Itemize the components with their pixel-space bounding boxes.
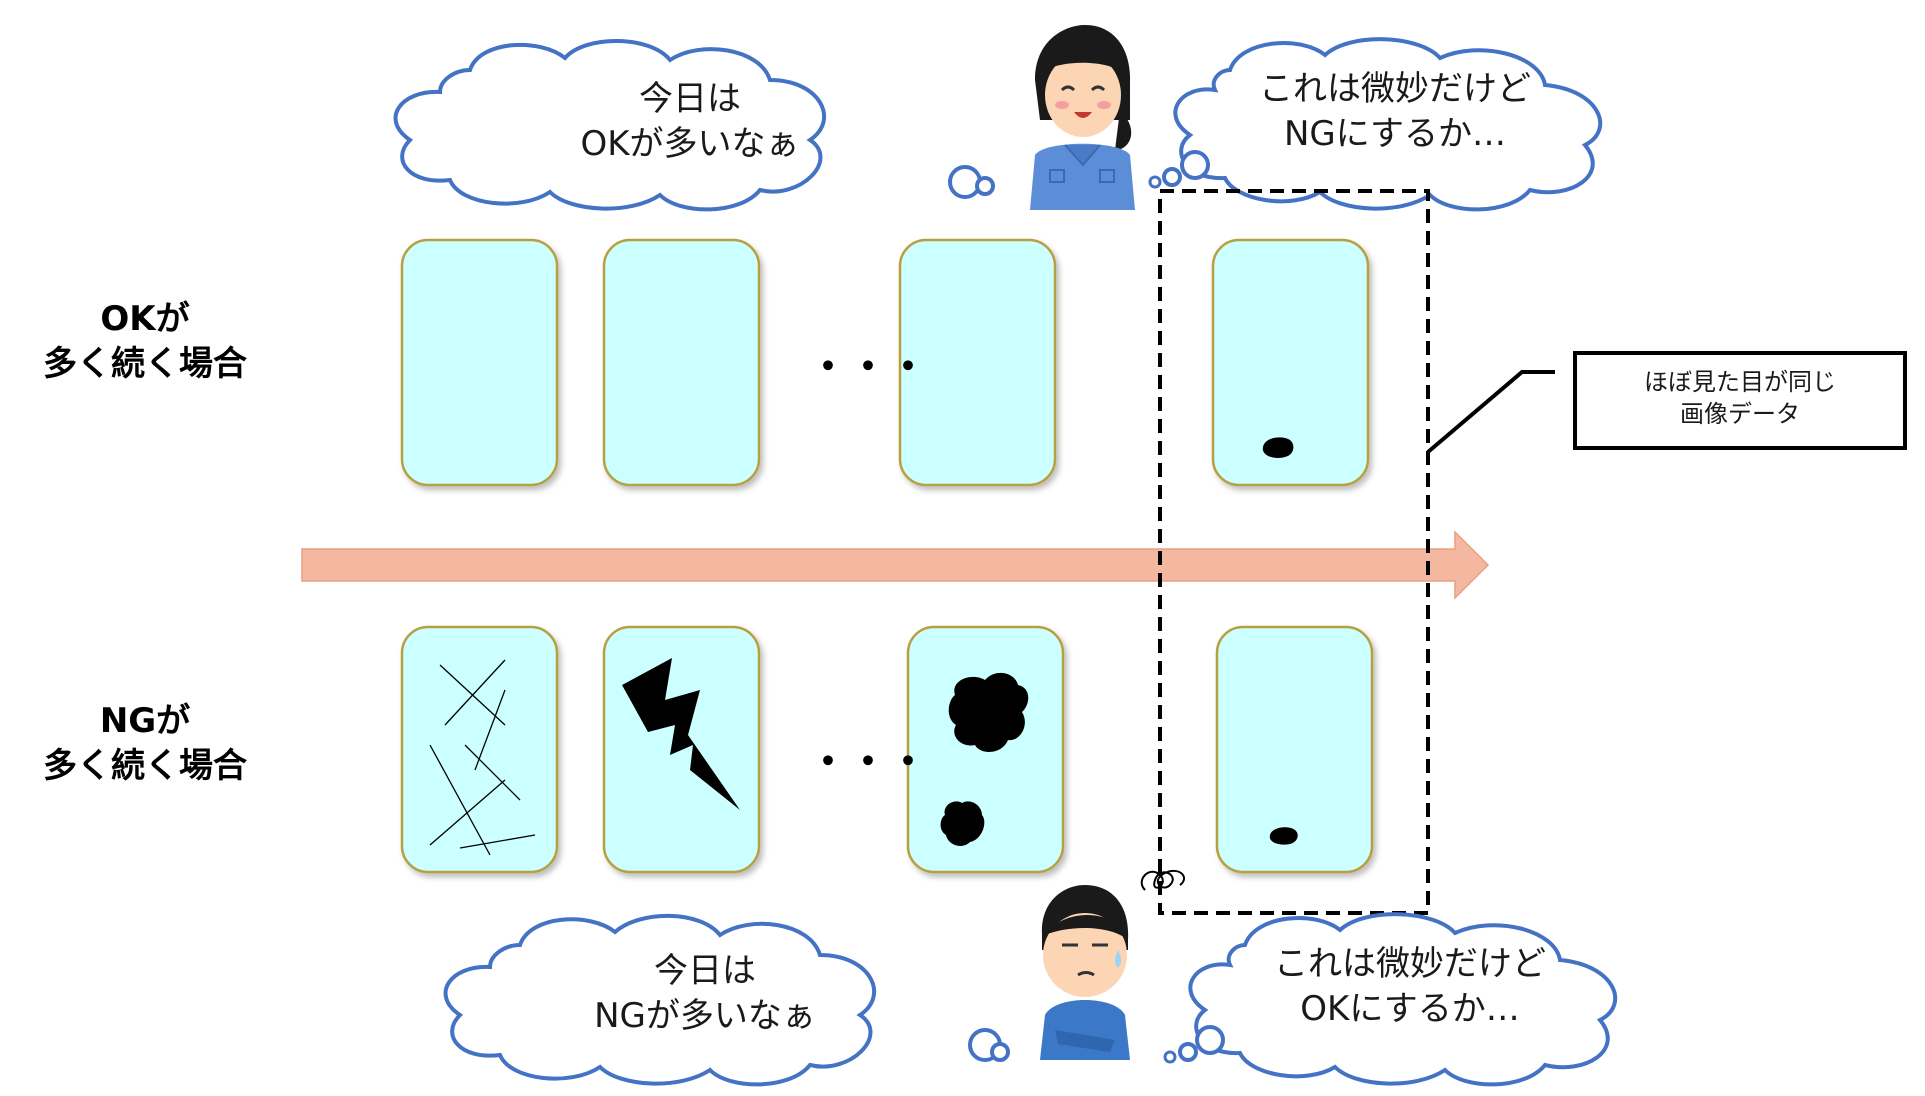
ok-card-3: [898, 238, 1057, 487]
thought-cloud-ok-right: これは微妙だけど NGにするか…: [1148, 37, 1603, 212]
cloud-text-ok-left-line1: 今日は: [639, 79, 741, 119]
ok-row-ellipsis: ・・・: [808, 344, 928, 390]
cloud-text-ng-right-line1: これは微妙だけど: [1274, 944, 1546, 984]
row-label-ok-line1: OKが: [100, 299, 189, 339]
similar-images-dashed-box: [1158, 189, 1430, 915]
ok-card-4-small-defect: [1262, 437, 1294, 458]
ng-card-1: [400, 625, 559, 874]
ng-card-1-scratches: [429, 659, 536, 856]
thought-cloud-ok-left: 今日は OKが多いなぁ: [393, 39, 995, 212]
ng-row-ellipsis: ・・・: [808, 739, 928, 785]
ng-row-cards: [400, 625, 1374, 874]
row-label-ng: NGが 多く続く場合: [43, 701, 247, 786]
cloud-text-ok-left-line2: OKが多いなぁ: [580, 124, 799, 164]
ng-card-3-large-stain: [948, 672, 1029, 752]
cloud-text-ng-right-line2: OKにするか…: [1300, 989, 1519, 1029]
ok-row-cards: [400, 238, 1370, 487]
row-label-ok-line2: 多く続く場合: [43, 344, 247, 384]
callout: ほぼ見た目が同じ 画像データ: [1426, 351, 1907, 454]
cloud-text-ok-right-line1: これは微妙だけど: [1259, 69, 1531, 109]
row-label-ng-line2: 多く続く場合: [43, 746, 247, 786]
confused-scribble-icon: [1140, 869, 1185, 891]
callout-leader-line: [1426, 370, 1555, 454]
ng-card-3-small-stain: [940, 801, 985, 846]
male-worker-illustration: [1040, 869, 1185, 1060]
callout-text-line1: ほぼ見た目が同じ: [1644, 368, 1836, 396]
ng-card-4-small-defect: [1269, 827, 1298, 845]
ok-card-2: [602, 238, 761, 487]
ok-card-1: [400, 238, 559, 487]
row-label-ng-line1: NGが: [100, 701, 190, 741]
time-arrow: [301, 530, 1490, 600]
ok-card-4: [1211, 238, 1370, 487]
female-worker-illustration: [1030, 25, 1135, 210]
callout-text-line2: 画像データ: [1680, 400, 1800, 428]
ng-card-2-crack-defect: [622, 658, 740, 810]
cloud-text-ok-right-line2: NGにするか…: [1284, 114, 1506, 154]
cloud-text-ng-left-line1: 今日は: [654, 951, 756, 991]
row-label-ok: OKが 多く続く場合: [43, 299, 247, 384]
thought-cloud-ng-left: 今日は NGが多いなぁ: [443, 913, 1010, 1087]
cloud-text-ng-left-line2: NGが多いなぁ: [594, 996, 816, 1036]
callout-box: [1573, 351, 1907, 450]
ng-card-4: [1215, 625, 1374, 874]
thought-cloud-ng-right: これは微妙だけど OKにするか…: [1163, 912, 1618, 1087]
